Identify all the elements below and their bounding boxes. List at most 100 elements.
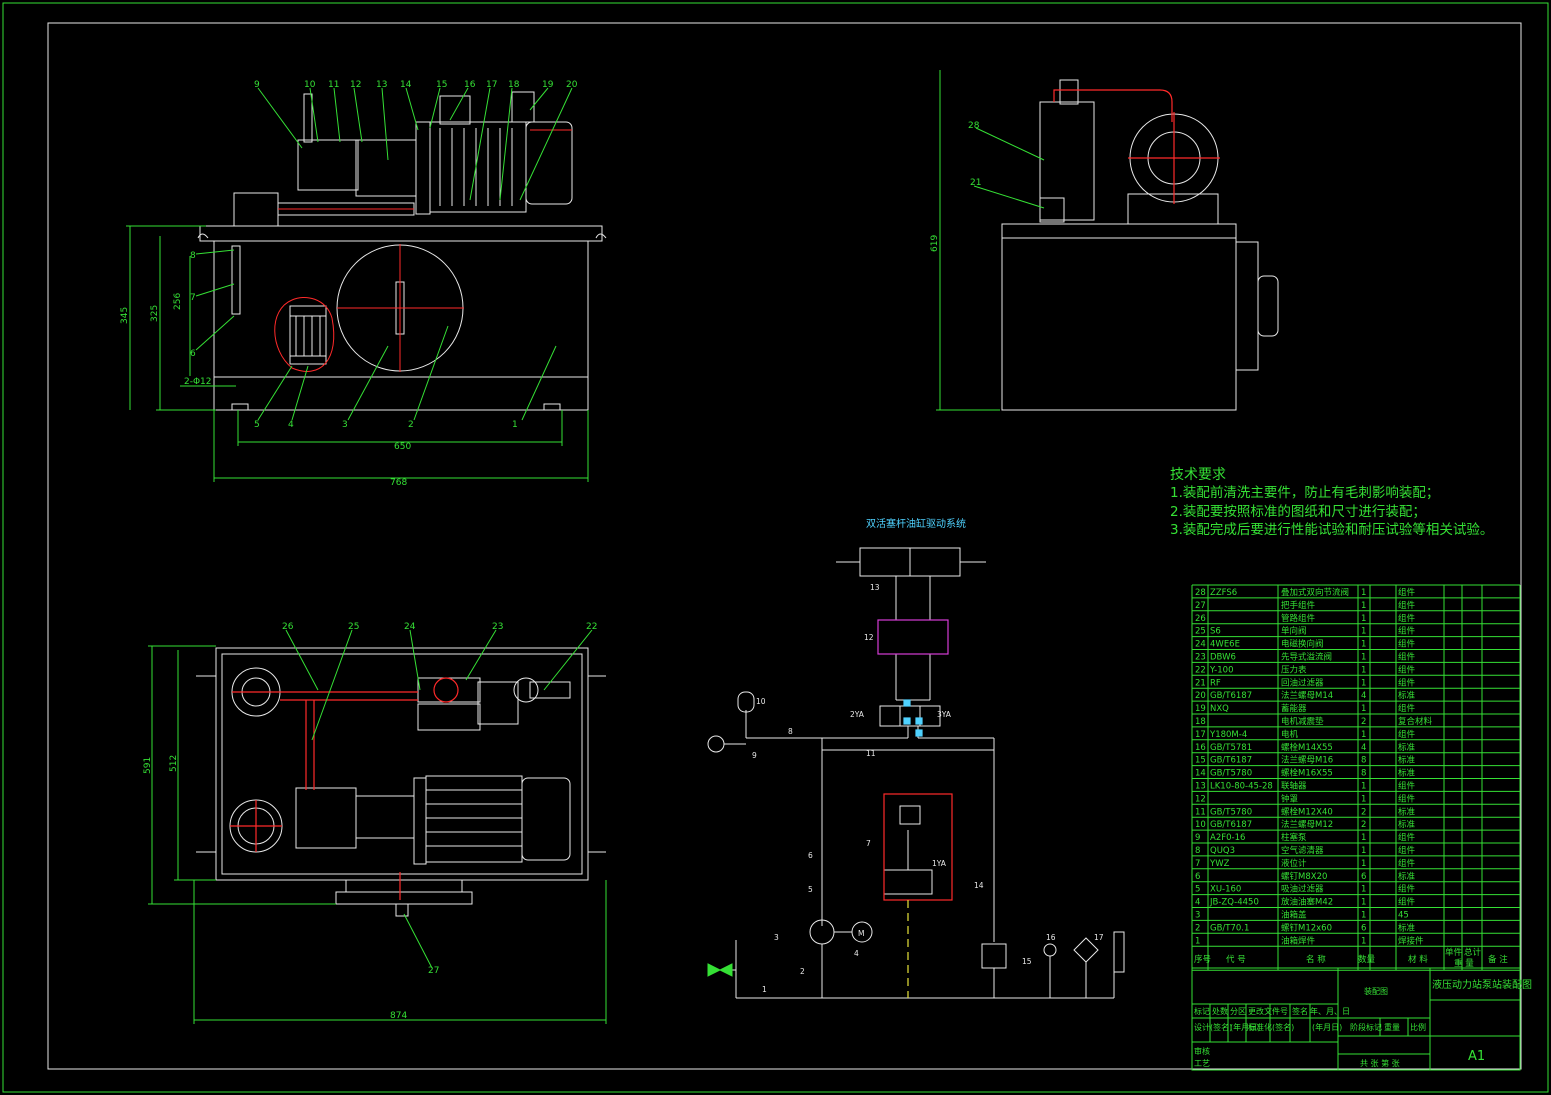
tr-heading: 技术要求 bbox=[1170, 467, 1226, 483]
bom-row-material: 组件 bbox=[1398, 652, 1416, 663]
bom-row-qty: 1 bbox=[1361, 794, 1366, 804]
bom-row-name: 电机 bbox=[1281, 729, 1299, 740]
top-view-dims bbox=[148, 629, 607, 1024]
bom-row-no: 5 bbox=[1195, 885, 1200, 895]
dim-591: 591 bbox=[143, 757, 153, 774]
bom-row-name: 钟罩 bbox=[1281, 793, 1299, 804]
bom-row-code: A2F0-16 bbox=[1210, 833, 1245, 843]
front-callout: 1 bbox=[512, 420, 518, 430]
bom-row-no: 28 bbox=[1195, 588, 1206, 598]
bom-row-no: 27 bbox=[1195, 601, 1206, 611]
bom-row-material: 标准 bbox=[1398, 768, 1416, 779]
bom-row-code: GB/T5780 bbox=[1210, 769, 1252, 779]
bom-row-name: 管路组件 bbox=[1281, 613, 1316, 624]
bom-row-name: 空气滤清器 bbox=[1281, 845, 1324, 856]
bom-row-no: 22 bbox=[1195, 665, 1206, 675]
technical-requirements: 技术要求 1.装配前清洗主要件，防止有毛刺影响装配； 2.装配要按照标准的图纸和… bbox=[1170, 466, 1493, 540]
bom-row-code: XU-160 bbox=[1210, 885, 1241, 895]
bom-row-no: 6 bbox=[1195, 872, 1200, 882]
bom-row-qty: 4 bbox=[1361, 691, 1366, 701]
labels: 9 10 11 12 13 14 15 16 17 18 19 20 1 2 3… bbox=[120, 80, 981, 1021]
bom-row-qty: 1 bbox=[1361, 833, 1366, 843]
bom-table bbox=[1191, 584, 1521, 971]
bom-row-code: Y180M-4 bbox=[1209, 730, 1247, 740]
front-callout: 10 bbox=[304, 80, 316, 90]
design-1: (签名) bbox=[1210, 1022, 1232, 1032]
bom-row-name: 油箱盖 bbox=[1281, 910, 1307, 921]
bom-row-code: 4WE6E bbox=[1210, 640, 1240, 650]
front-callout: 16 bbox=[464, 80, 476, 90]
dim-512: 512 bbox=[169, 755, 179, 772]
front-callout: 4 bbox=[288, 420, 294, 430]
top-callout: 22 bbox=[586, 622, 597, 632]
bom-row-code: GB/T6187 bbox=[1210, 756, 1252, 766]
schem-m: M bbox=[858, 929, 864, 938]
bom-row-name: 先导式溢流阀 bbox=[1281, 652, 1332, 663]
bom-header-code: 代 号 bbox=[1226, 954, 1246, 965]
bom-row-name: 吸油过滤器 bbox=[1281, 884, 1324, 895]
bom-row-no: 15 bbox=[1195, 756, 1206, 766]
top-view-red bbox=[230, 677, 459, 900]
mark-5: 年、月、日 bbox=[1310, 1006, 1350, 1016]
schem-15: 15 bbox=[1022, 957, 1032, 966]
schem-16: 16 bbox=[1046, 933, 1056, 942]
design-2: (年月日) bbox=[1230, 1022, 1260, 1032]
sheets-label: 共 张 第 张 bbox=[1360, 1058, 1400, 1068]
bom-row-no: 13 bbox=[1195, 782, 1206, 792]
bom-row-name: 叠加式双向节流阀 bbox=[1281, 587, 1349, 598]
bom-row-qty: 1 bbox=[1361, 936, 1366, 946]
schem-3: 3 bbox=[774, 933, 779, 942]
front-view-leaders bbox=[195, 87, 573, 421]
dim-874: 874 bbox=[390, 1011, 407, 1021]
sheet-size: A1 bbox=[1468, 1049, 1485, 1064]
schem-5: 5 bbox=[808, 885, 813, 894]
bom-row-no: 2 bbox=[1195, 923, 1200, 933]
tr-item: 2.装配要按照标准的图纸和尺寸进行装配； bbox=[1170, 503, 1426, 520]
schem-12: 12 bbox=[864, 633, 874, 642]
title-block bbox=[1191, 967, 1521, 1071]
bom-row-code: S6 bbox=[1210, 627, 1221, 637]
front-callout: 11 bbox=[328, 80, 339, 90]
bom-row-code: QUQ3 bbox=[1210, 846, 1235, 856]
bom-row-name: 法兰螺母M12 bbox=[1281, 819, 1333, 830]
bom-row-material: 组件 bbox=[1398, 613, 1416, 624]
bom-row-code: GB/T5780 bbox=[1210, 807, 1252, 817]
bom-row-name: 蓄能器 bbox=[1281, 703, 1307, 714]
bom-row-name: 回油过滤器 bbox=[1281, 677, 1324, 688]
schematic bbox=[707, 547, 1125, 999]
bom-row-qty: 1 bbox=[1361, 640, 1366, 650]
front-callout: 6 bbox=[190, 349, 196, 359]
front-callout: 20 bbox=[566, 80, 578, 90]
bom-row-qty: 1 bbox=[1361, 588, 1366, 598]
bom-row-name: 电磁换向阀 bbox=[1281, 639, 1324, 650]
dim-650: 650 bbox=[394, 442, 411, 452]
bom-row-name: 液位计 bbox=[1281, 858, 1307, 869]
bom-row-no: 14 bbox=[1195, 769, 1206, 779]
bom-header-total: 总计 bbox=[1464, 947, 1482, 958]
bom-row-name: 油箱焊件 bbox=[1281, 935, 1316, 946]
bom-row-qty: 1 bbox=[1361, 627, 1366, 637]
design-5: (年月日) bbox=[1312, 1022, 1342, 1032]
bom-row-no: 26 bbox=[1195, 614, 1206, 624]
side-view bbox=[1001, 79, 1279, 411]
schem-10: 10 bbox=[756, 697, 766, 706]
bom-row-no: 23 bbox=[1195, 653, 1206, 663]
front-view-red bbox=[274, 129, 572, 372]
bom-header-weight: 重 量 bbox=[1454, 958, 1474, 969]
bom-header-unit: 单件 bbox=[1445, 947, 1463, 958]
bom-row-material: 组件 bbox=[1398, 587, 1416, 598]
top-callout: 24 bbox=[404, 622, 416, 632]
front-callout: 13 bbox=[376, 80, 387, 90]
bom-row-qty: 1 bbox=[1361, 704, 1366, 714]
bom-row-name: 电机减震垫 bbox=[1281, 716, 1324, 727]
front-callout: 18 bbox=[508, 80, 520, 90]
bom-row-material: 组件 bbox=[1398, 703, 1416, 714]
mark-1: 处数 bbox=[1212, 1006, 1228, 1016]
side-callout: 21 bbox=[970, 178, 981, 188]
bom-row-qty: 4 bbox=[1361, 743, 1366, 753]
bom-row-qty: 1 bbox=[1361, 846, 1366, 856]
design-0: 设计 bbox=[1194, 1022, 1210, 1032]
bom-row-qty: 1 bbox=[1361, 730, 1366, 740]
